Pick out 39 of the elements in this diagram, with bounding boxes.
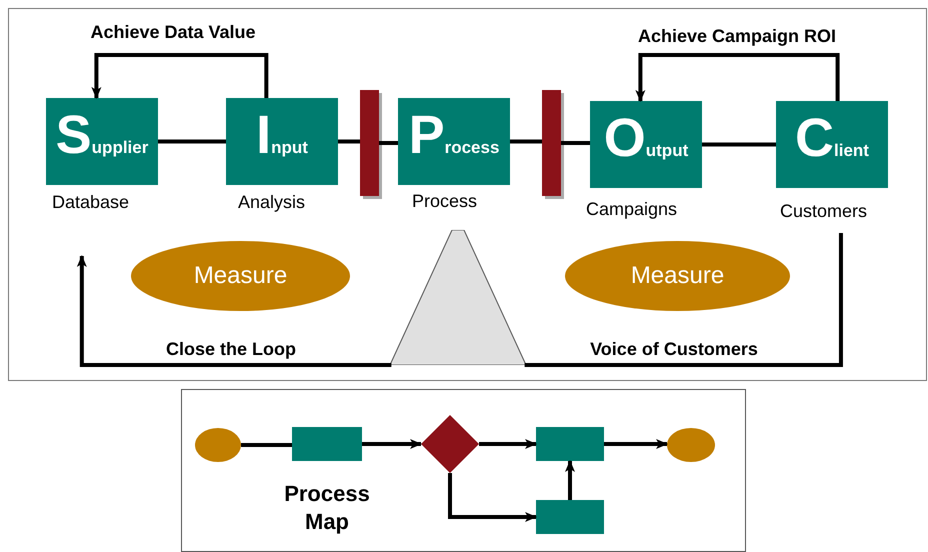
- arrow: [565, 460, 575, 500]
- arrow: [91, 53, 268, 99]
- connector-line: [510, 140, 542, 144]
- arrow: [604, 439, 668, 449]
- connector-line: [379, 141, 398, 145]
- arrow: [362, 439, 422, 449]
- connector-line: [241, 443, 292, 447]
- ellipse-label: Measure: [630, 261, 724, 291]
- separator-bar: [542, 90, 561, 196]
- node-caption: Database: [52, 191, 130, 213]
- connector-line: [338, 140, 360, 144]
- separator-bar: [360, 90, 379, 196]
- arrow: [76, 255, 392, 367]
- terminal-oval: [667, 428, 715, 462]
- panel-frame: [8, 8, 927, 381]
- arrow: [479, 439, 537, 449]
- panel-frame: [181, 389, 746, 552]
- terminal-oval: [195, 428, 241, 462]
- node-caption: Process: [412, 190, 478, 212]
- panel-title: Process Map: [283, 480, 371, 536]
- connector-line: [702, 142, 776, 146]
- process-box: [536, 500, 604, 534]
- node-caption: Customers: [780, 200, 868, 222]
- triangle: [390, 230, 526, 365]
- process-box: [292, 427, 362, 461]
- node-caption: Campaigns: [586, 198, 678, 220]
- ellipse-label: Measure: [194, 261, 288, 291]
- arrow: [448, 473, 537, 522]
- connector-line: [158, 140, 226, 144]
- connector-line: [524, 233, 843, 367]
- step-label: Process: [408, 105, 500, 167]
- arrow: [635, 53, 840, 102]
- step-label: Client: [795, 108, 869, 170]
- process-box: [536, 427, 604, 461]
- step-label: Supplier: [56, 105, 148, 167]
- node-caption: Analysis: [238, 191, 306, 213]
- connector-line: [561, 141, 590, 145]
- step-label: Output: [604, 108, 688, 170]
- decision-diamond: [421, 415, 479, 473]
